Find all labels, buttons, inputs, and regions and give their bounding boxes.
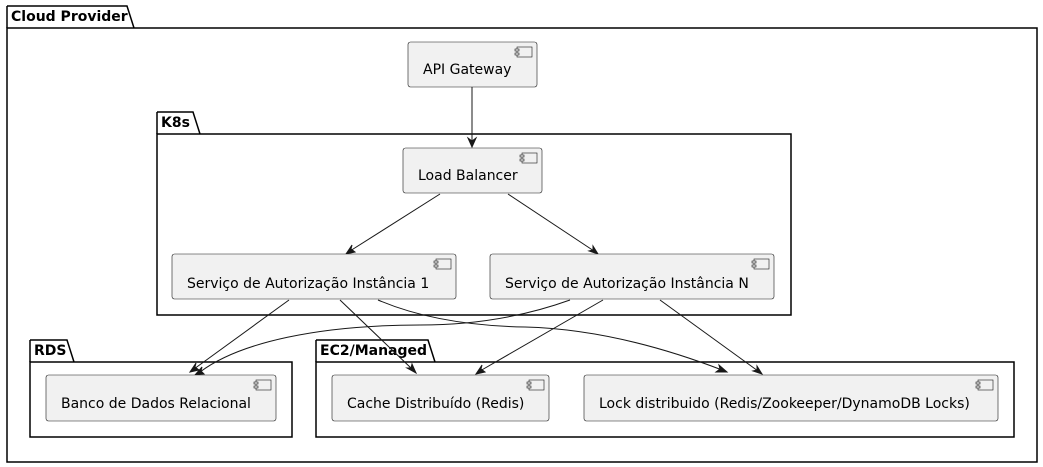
- component-box: [331, 374, 550, 422]
- component-icon: [514, 46, 533, 58]
- package-ec2-tab: [316, 339, 436, 363]
- component-icon: [751, 258, 770, 270]
- component-icon: [433, 258, 452, 270]
- package-ec2-label: EC2/Managed: [320, 343, 427, 359]
- component-box: [583, 374, 999, 422]
- component-icon: [975, 379, 994, 391]
- component-distributed-lock: Lock distribuido (Redis/Zookeeper/Dynamo…: [583, 374, 999, 422]
- edge-auth1-to-db: [193, 299, 290, 370]
- arrowhead: [344, 244, 357, 255]
- component-relational-db: Banco de Dados Relacional: [45, 374, 277, 422]
- package-cloud-tab: [7, 5, 135, 29]
- component-api-gateway: API Gateway: [407, 41, 538, 88]
- component-auth-service-1: Serviço de Autorização Instância 1: [171, 253, 457, 300]
- component-box: [45, 374, 277, 422]
- component-box: [171, 253, 457, 300]
- package-rds-label: RDS: [34, 343, 66, 359]
- package-k8s-tab: [157, 111, 201, 135]
- package-k8s-body: [156, 133, 792, 316]
- edge-lb-to-auth1: [349, 193, 441, 252]
- package-cloud-body: [6, 27, 1038, 463]
- component-box: [489, 253, 775, 300]
- package-rds-body: [29, 361, 293, 438]
- arrowhead: [193, 366, 206, 376]
- component-label: API Gateway: [423, 62, 511, 78]
- package-k8s-label: K8s: [161, 115, 190, 131]
- component-box: [407, 41, 538, 88]
- component-distributed-cache: Cache Distribuído (Redis): [331, 374, 550, 422]
- package-cloud-provider: Cloud Provider: [6, 5, 1038, 463]
- edge-auth1-to-lock: [377, 299, 723, 371]
- arrowhead: [587, 244, 600, 255]
- component-auth-service-n: Serviço de Autorização Instância N: [489, 253, 775, 300]
- component-box: [402, 147, 543, 194]
- component-icon: [253, 379, 272, 391]
- component-icon: [526, 379, 545, 391]
- arrowhead: [751, 364, 764, 375]
- package-cloud-label: Cloud Provider: [11, 9, 128, 25]
- edge-auth1-to-cache: [339, 299, 413, 370]
- component-label: Lock distribuido (Redis/Zookeeper/Dynamo…: [599, 396, 970, 412]
- component-label: Banco de Dados Relacional: [61, 396, 251, 412]
- arrowhead: [405, 362, 418, 375]
- component-label: Cache Distribuído (Redis): [347, 396, 524, 412]
- edge-authn-to-db: [199, 299, 571, 373]
- component-label: Serviço de Autorização Instância 1: [187, 276, 429, 292]
- package-rds-tab: [30, 339, 75, 363]
- arrowhead: [188, 362, 201, 373]
- arrowhead: [466, 136, 478, 149]
- package-rds: RDS: [29, 339, 293, 438]
- edge-authn-to-lock: [659, 299, 759, 372]
- edge-lb-to-authn: [507, 193, 595, 252]
- arrowhead: [474, 364, 487, 375]
- edge-authn-to-cache: [479, 299, 604, 372]
- edges: [188, 87, 764, 376]
- component-icon: [519, 152, 538, 164]
- package-k8s: K8s: [156, 111, 792, 316]
- component-label: Load Balancer: [418, 168, 518, 184]
- package-ec2-managed: EC2/Managed: [315, 339, 1015, 438]
- package-ec2-body: [315, 361, 1015, 438]
- arrowhead: [714, 363, 729, 373]
- component-load-balancer: Load Balancer: [402, 147, 543, 194]
- component-label: Serviço de Autorização Instância N: [505, 276, 749, 292]
